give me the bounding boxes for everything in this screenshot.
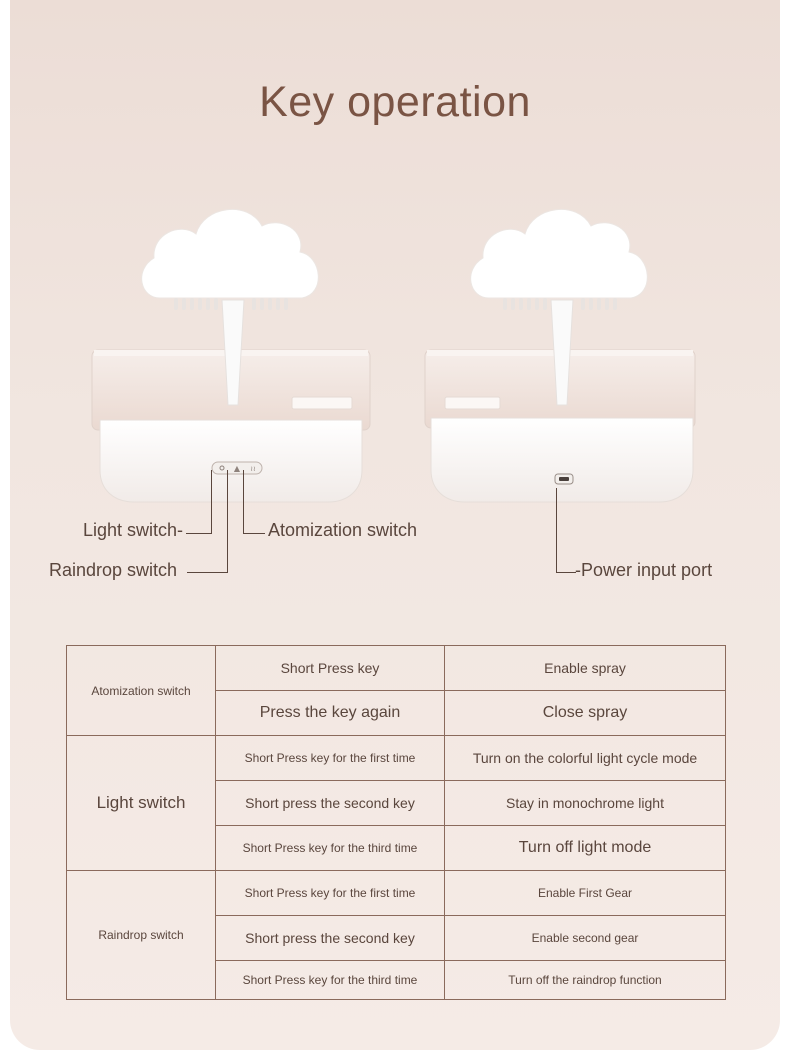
light-switch-label: Light switch- [83, 520, 184, 540]
action-cell: Press the key again [215, 690, 445, 736]
action-cell: Short press the second key [215, 915, 445, 961]
action-cell: Short press the second key [215, 780, 445, 826]
atomization-switch-leader-v [243, 470, 244, 534]
atomization-switch-leader-h [243, 533, 265, 534]
result-cell: Enable First Gear [444, 870, 726, 916]
atomization-switch-label: Atomization switch [268, 520, 418, 540]
table-row: Short press the second key Enable second… [67, 915, 726, 961]
humidifier-back-image [424, 208, 696, 503]
action-cell: Short Press key for the third time [215, 825, 445, 871]
table-row: Light switch Short Press key for the fir… [66, 735, 726, 871]
light-switch-leader-v [211, 470, 212, 534]
raindrop-switch-leader-v [227, 470, 228, 573]
result-cell: Enable second gear [444, 915, 726, 961]
light-switch-leader-h [186, 533, 212, 534]
group-name-cell: Light switch [66, 735, 216, 871]
page-title: Key operation [259, 78, 531, 126]
table-row: Short Press key for the third time Turn … [67, 960, 726, 1000]
product-page: Key operation ▲ [10, 0, 780, 1050]
result-cell: Stay in monochrome light [444, 780, 726, 826]
power-port-leader-v [556, 488, 557, 573]
table-row: Press the key again Close spray [67, 690, 726, 736]
svg-text:≀≀: ≀≀ [250, 465, 256, 473]
action-cell: Short Press key for the first time [215, 735, 445, 781]
humidifier-front-image: ▲ ≀≀ [91, 208, 371, 503]
table-row: Short press the second key Stay in monoc… [67, 780, 726, 826]
raindrop-switch-label: Raindrop switch [49, 560, 178, 580]
table-row: Raindrop switch Short Press key for the … [66, 870, 726, 1000]
action-cell: Short Press key for the third time [215, 960, 445, 1000]
result-cell: Turn off the raindrop function [444, 960, 726, 1000]
key-operation-table: Atomization switch Short Press key Enabl… [66, 645, 726, 1000]
group-name-cell: Atomization switch [66, 645, 216, 736]
result-cell: Close spray [444, 690, 726, 736]
result-cell: Turn off light mode [444, 825, 726, 871]
action-cell: Short Press key for the first time [215, 870, 445, 916]
svg-text:▲: ▲ [234, 464, 241, 473]
power-port-leader-h [556, 572, 576, 573]
power-input-port-label: -Power input port [575, 560, 713, 580]
result-cell: Enable spray [444, 645, 726, 691]
group-name-cell: Raindrop switch [66, 870, 216, 1000]
action-cell: Short Press key [215, 645, 445, 691]
result-cell: Turn on the colorful light cycle mode [444, 735, 726, 781]
table-row: Atomization switch Short Press key Enabl… [66, 645, 726, 736]
raindrop-switch-leader-h [187, 572, 227, 573]
